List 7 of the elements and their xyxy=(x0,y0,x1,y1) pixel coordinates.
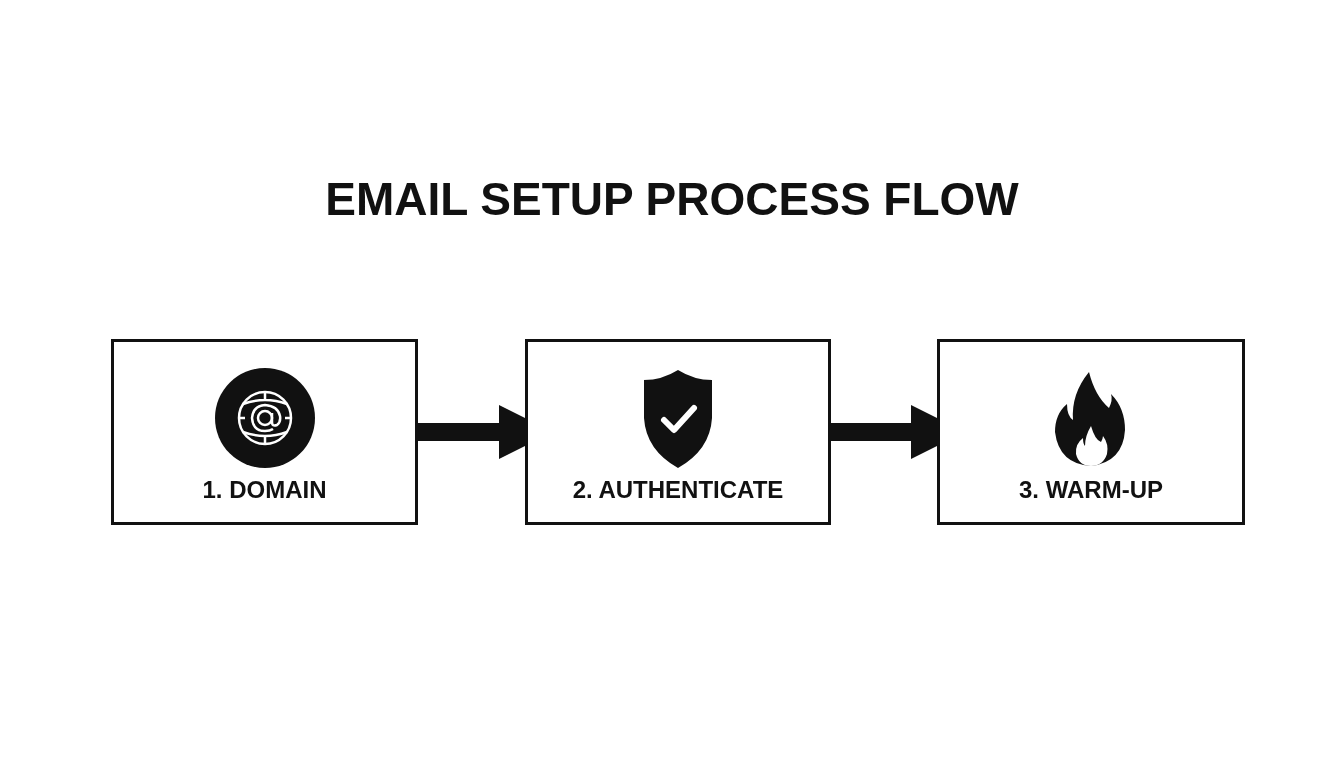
step-label: 2. AUTHENTICATE xyxy=(572,476,784,504)
title: EMAIL SETUP PROCESS FLOW xyxy=(325,172,1019,226)
process-box xyxy=(937,339,1245,525)
step-label: 1. DOMAIN xyxy=(202,476,327,504)
step-label: 3. WARM-UP xyxy=(1019,476,1163,504)
process-box xyxy=(111,339,418,525)
process-box xyxy=(525,339,831,525)
